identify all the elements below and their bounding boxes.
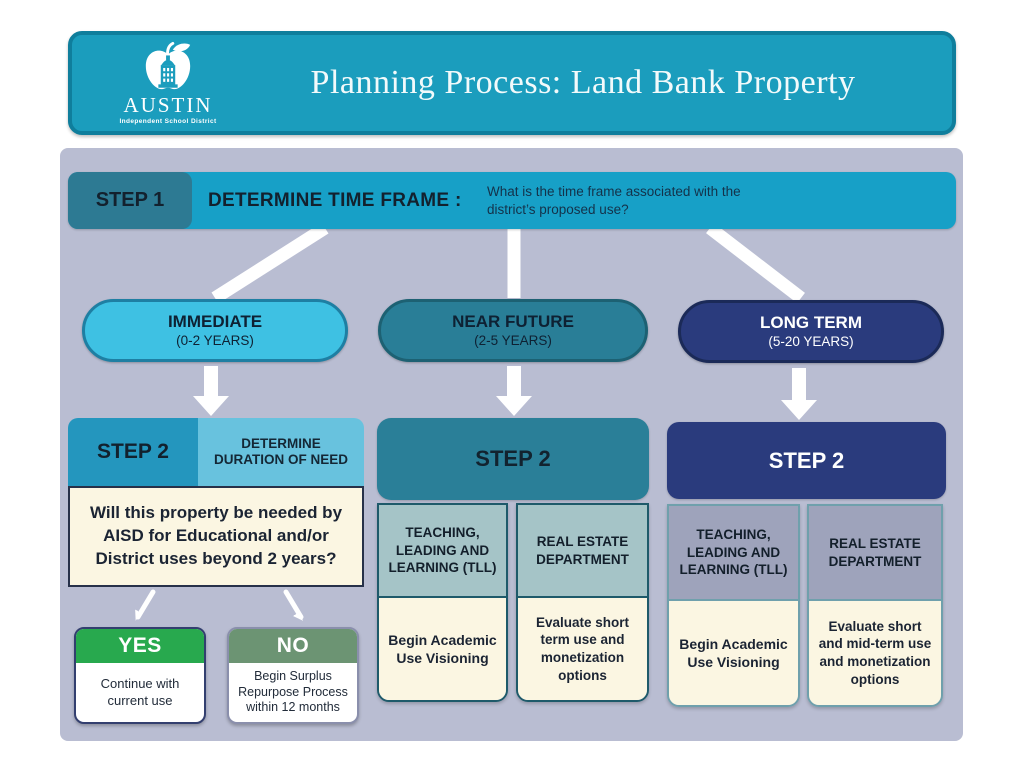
step1-heading: DETERMINE TIME FRAME :: [208, 189, 462, 211]
logo-name: AUSTIN: [123, 93, 213, 117]
middle-realestate-column: REAL ESTATE DEPARTMENT Evaluate short te…: [516, 503, 649, 702]
pill-near-future: NEAR FUTURE (2-5 YEARS): [378, 299, 648, 362]
yes-label: YES: [76, 629, 204, 663]
apple-capitol-icon: [145, 41, 191, 90]
pill-long-term: LONG TERM (5-20 YEARS): [678, 300, 944, 363]
step1-bar: STEP 1 DETERMINE TIME FRAME : What is th…: [68, 172, 956, 229]
yes-box: YES Continue with current use: [74, 627, 206, 724]
no-box: NO Begin Surplus Repurpose Process withi…: [227, 627, 359, 724]
middle-tll-header: TEACHING, LEADING AND LEARNING (TLL): [379, 505, 506, 598]
austin-isd-logo: AUSTIN Independent School District: [102, 40, 234, 125]
middle-tll-column: TEACHING, LEADING AND LEARNING (TLL) Beg…: [377, 503, 508, 702]
left-step2-label: STEP 2: [68, 418, 198, 486]
logo-subtitle: Independent School District: [119, 118, 217, 125]
pill-immediate-subtitle: (0-2 YEARS): [176, 332, 254, 348]
pill-near-future-title: NEAR FUTURE: [452, 312, 574, 332]
step1-label: STEP 1: [68, 172, 192, 229]
right-realestate-header: REAL ESTATE DEPARTMENT: [809, 506, 941, 601]
pill-long-term-title: LONG TERM: [760, 313, 862, 333]
right-tll-column: TEACHING, LEADING AND LEARNING (TLL) Beg…: [667, 504, 800, 707]
no-label: NO: [229, 629, 357, 663]
middle-step2-header: STEP 2: [377, 418, 649, 500]
pill-immediate-title: IMMEDIATE: [167, 312, 263, 332]
header-banner: AUSTIN Independent School District Plann…: [68, 31, 956, 135]
pill-near-future-subtitle: (2-5 YEARS): [474, 332, 552, 348]
right-tll-body: Begin Academic Use Visioning: [669, 601, 798, 705]
right-realestate-column: REAL ESTATE DEPARTMENT Evaluate short an…: [807, 504, 943, 707]
pill-immediate: IMMEDIATE (0-2 YEARS): [82, 299, 348, 362]
pill-long-term-subtitle: (5-20 YEARS): [768, 333, 854, 349]
page-title: Planning Process: Land Bank Property: [310, 64, 856, 101]
middle-realestate-header: REAL ESTATE DEPARTMENT: [518, 505, 647, 598]
right-realestate-body: Evaluate short and mid-term use and mone…: [809, 601, 941, 705]
duration-question-box: Will this property be needed by AISD for…: [68, 486, 364, 587]
middle-tll-body: Begin Academic Use Visioning: [379, 598, 506, 700]
right-tll-header: TEACHING, LEADING AND LEARNING (TLL): [669, 506, 798, 601]
yes-body: Continue with current use: [100, 676, 180, 708]
middle-realestate-body: Evaluate short term use and monetization…: [518, 598, 647, 700]
step1-question: What is the time frame associated with t…: [487, 184, 741, 217]
no-body: Begin Surplus Repurpose Process within 1…: [238, 669, 348, 715]
right-step2-header: STEP 2: [667, 422, 946, 499]
left-step2-sublabel: DETERMINE DURATION OF NEED: [198, 418, 364, 486]
left-step2-header: STEP 2 DETERMINE DURATION OF NEED: [68, 418, 364, 486]
